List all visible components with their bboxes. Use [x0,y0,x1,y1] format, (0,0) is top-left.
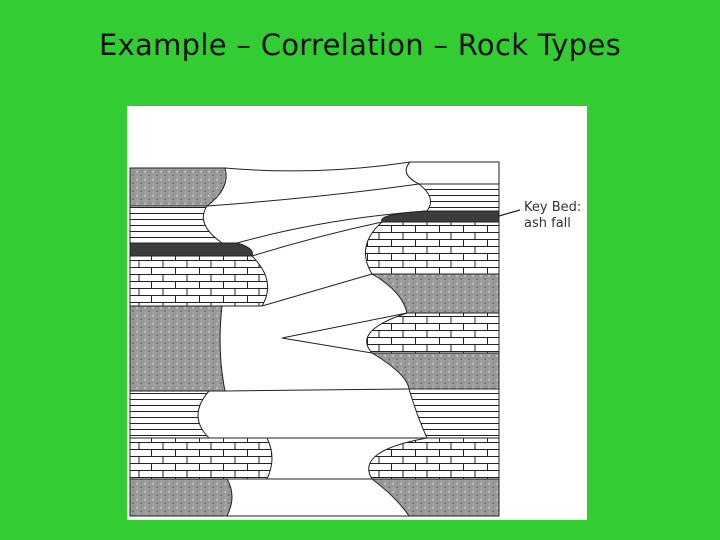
ash-fall-label: ash fall [524,216,571,231]
left-limestone-upper [129,255,269,307]
key-bed-label: Key Bed: [524,200,582,215]
right-sandstone-upper [370,273,500,314]
correlation-line-sandstone-top [224,161,411,172]
correlation-line-shale-top [206,183,420,207]
right-shale-lower [408,388,500,439]
left-column [129,167,273,517]
right-shale-top [405,161,500,185]
key-bed-pointer-line [498,209,521,217]
left-limestone-lower [129,437,273,480]
right-limestone-lower [368,437,500,480]
correlation-line-ash-bed-top [236,210,428,244]
slide-title: Example – Correlation – Rock Types [98,28,622,62]
rock-columns-svg [129,161,521,517]
correlation-line-pinchout-top [281,312,408,339]
right-column [364,161,500,517]
left-sandstone-top [129,167,227,207]
correlation-line-ash-bed-base [251,221,383,257]
correlation-diagram: Key Bed: ash fall [127,106,587,520]
right-shale-beds [417,183,500,212]
right-sandstone-bottom [370,478,500,517]
left-sandstone-middle [129,305,226,392]
correlation-line-limestone [261,273,373,307]
left-sandstone-bottom [129,478,233,517]
left-shale-lower [129,390,211,439]
right-limestone-middle [366,312,500,354]
correlation-line-pinchout-base [281,337,373,354]
correlation-lines [206,161,428,517]
correlation-line-sandstone-base [224,388,410,392]
left-ash-bed [129,242,253,257]
left-shale-top [129,205,224,244]
right-limestone-upper [364,221,500,275]
right-sandstone-middle [370,352,500,390]
right-ash-bed [381,210,500,223]
